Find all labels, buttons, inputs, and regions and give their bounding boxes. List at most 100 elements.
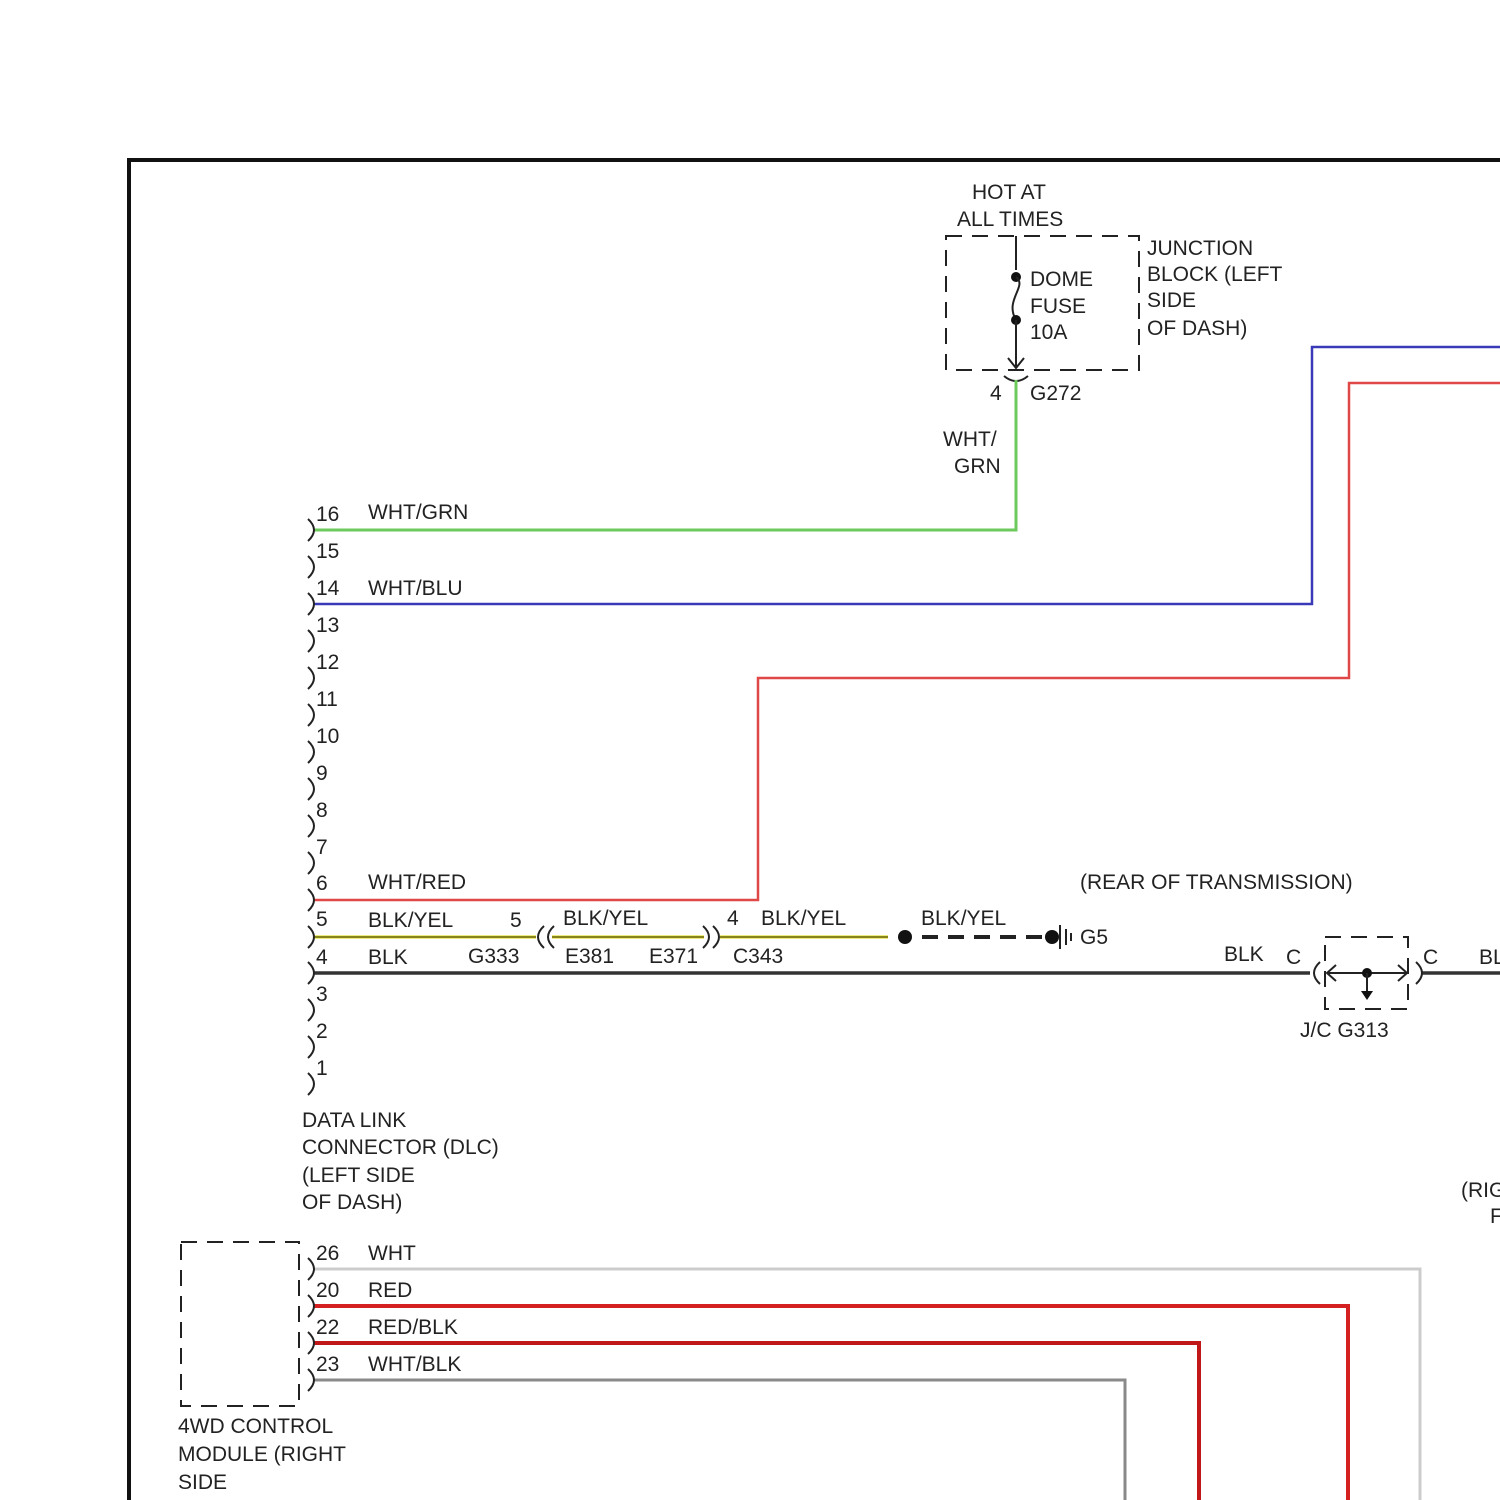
dlc-pin-13-icon — [308, 630, 314, 652]
dome-fuse-icon — [1013, 277, 1020, 320]
dlc-pin-10: 10 — [316, 725, 339, 748]
dlc-pin-16-icon — [308, 519, 314, 541]
dlc-pin-2: 2 — [316, 1020, 328, 1043]
module-pin-23-icon — [308, 1369, 314, 1391]
dlc-pin-6-icon — [308, 889, 314, 911]
dlc-pin-14-icon — [308, 593, 314, 615]
wire-wht-red — [314, 383, 1500, 900]
g272-pin: 4 — [990, 382, 1002, 405]
junction-block: HOT AT ALL TIMES DOME FUSE 10A JUNCTION … — [943, 181, 1283, 478]
dlc-pin-12: 12 — [316, 651, 339, 674]
dlc-pin-13: 13 — [316, 614, 339, 637]
right-cut-label-1: (RIG — [1461, 1179, 1500, 1202]
g333-pin: 5 — [510, 909, 522, 932]
dlc-pin-8: 8 — [316, 799, 328, 822]
fuse-rating-label: 10A — [1030, 321, 1067, 344]
dlc-pin-14: 14 — [316, 577, 340, 600]
dlc-pin-3: 3 — [316, 983, 328, 1006]
dlc-pin-11: 11 — [316, 688, 338, 711]
splice-dot — [898, 930, 912, 944]
jc-wire-out-label: BL — [1479, 946, 1500, 969]
c343-label: C343 — [733, 945, 783, 968]
wire-red — [314, 1306, 1348, 1500]
c343-wire-label: BLK/YEL — [761, 907, 846, 930]
dlc-title-4: OF DASH) — [302, 1191, 402, 1214]
dlc-connector: 16 15 14 13 12 11 10 9 8 7 6 5 4 3 2 1 D… — [302, 503, 499, 1214]
e381-label: E381 — [565, 945, 614, 968]
module-wire-20: RED — [368, 1279, 412, 1302]
hot-at-label: HOT AT — [972, 181, 1046, 204]
wht-grn-vertical-label-1: WHT/ — [943, 428, 997, 451]
jc-left-connector-icon — [1314, 962, 1320, 984]
wire-label-wht-blu: WHT/BLU — [368, 577, 463, 600]
dlc-pin-10-icon — [308, 741, 314, 763]
junction-connector-g313: BLK C C BL J/C G313 — [1224, 937, 1500, 1042]
dlc-pin-16: 16 — [316, 503, 339, 526]
module-title-2: MODULE (RIGHT — [178, 1443, 346, 1466]
e381-wire-label: BLK/YEL — [563, 907, 648, 930]
rear-of-transmission-label: (REAR OF TRANSMISSION) — [1080, 871, 1353, 894]
dlc-pin-2-icon — [308, 1036, 314, 1058]
dlc-pin-15: 15 — [316, 540, 339, 563]
dlc-pin-15-icon — [308, 556, 314, 578]
wires — [314, 347, 1500, 1500]
all-times-label: ALL TIMES — [957, 208, 1063, 231]
dlc-pin-9: 9 — [316, 762, 328, 785]
c343-connector-icon — [713, 926, 719, 948]
dlc-pin-7: 7 — [316, 836, 328, 859]
wire-label-blk: BLK — [368, 946, 408, 969]
dlc-pin-7-icon — [308, 852, 314, 874]
jc-right-connector-icon — [1416, 962, 1422, 984]
wire-label-wht-red: WHT/RED — [368, 871, 466, 894]
junction-block-title-1: JUNCTION — [1147, 237, 1253, 260]
dlc-pin-5: 5 — [316, 908, 328, 931]
dlc-pin-8-icon — [308, 815, 314, 837]
dlc-pin-4-icon — [308, 962, 314, 984]
wht-grn-vertical-label-2: GRN — [954, 455, 1001, 478]
dlc-pin-1: 1 — [316, 1057, 328, 1080]
jc-wire-in-label: BLK — [1224, 943, 1264, 966]
dome-label: DOME — [1030, 268, 1093, 291]
jc-arrow-down-icon — [1361, 991, 1373, 1000]
dlc-pin-9-icon — [308, 778, 314, 800]
module-pin-26-icon — [308, 1258, 314, 1280]
ground-point — [1045, 930, 1059, 944]
4wd-control-module: 26 WHT 20 RED 22 RED/BLK 23 WHT/BLK 4WD … — [178, 1242, 461, 1494]
module-outline — [181, 1242, 299, 1406]
c343-pin: 4 — [727, 907, 739, 930]
g333-connector-icon — [538, 926, 544, 948]
module-pin-20-icon — [308, 1295, 314, 1317]
junction-block-title-4: OF DASH) — [1147, 317, 1247, 340]
e371-label: E371 — [649, 945, 698, 968]
ground-wire-label: BLK/YEL — [921, 907, 1006, 930]
module-pin-23: 23 — [316, 1353, 339, 1376]
dlc-pin-12-icon — [308, 667, 314, 689]
module-wire-26: WHT — [368, 1242, 416, 1265]
fuse-label: FUSE — [1030, 295, 1086, 318]
g272-label: G272 — [1030, 382, 1081, 405]
jc-pin-right: C — [1423, 946, 1438, 969]
wire-wht-blk — [314, 1380, 1125, 1500]
wire-label-wht-grn: WHT/GRN — [368, 501, 468, 524]
dlc-pin-3-icon — [308, 999, 314, 1021]
wire-wht-blu — [314, 347, 1500, 604]
dlc-title-3: (LEFT SIDE — [302, 1164, 415, 1187]
dlc-pin-5-icon — [308, 926, 314, 948]
dlc-pin-6: 6 — [316, 872, 328, 895]
dlc-pin-11-icon — [308, 704, 314, 726]
jc-label: J/C G313 — [1300, 1019, 1389, 1042]
module-pin-22-icon — [308, 1332, 314, 1354]
wire-label-blk-yel: BLK/YEL — [368, 909, 453, 932]
junction-block-title-2: BLOCK (LEFT — [1147, 263, 1283, 286]
dlc-title-1: DATA LINK — [302, 1109, 406, 1132]
dlc-pin-1-icon — [308, 1073, 314, 1095]
right-cut-label-2: F — [1490, 1205, 1500, 1228]
g5-label: G5 — [1080, 926, 1108, 949]
module-title-3: SIDE — [178, 1471, 227, 1494]
jc-pin-left: C — [1286, 946, 1301, 969]
module-title-1: 4WD CONTROL — [178, 1415, 333, 1438]
dlc-title-2: CONNECTOR (DLC) — [302, 1136, 499, 1159]
module-pin-26: 26 — [316, 1242, 339, 1265]
module-wire-22: RED/BLK — [368, 1316, 458, 1339]
